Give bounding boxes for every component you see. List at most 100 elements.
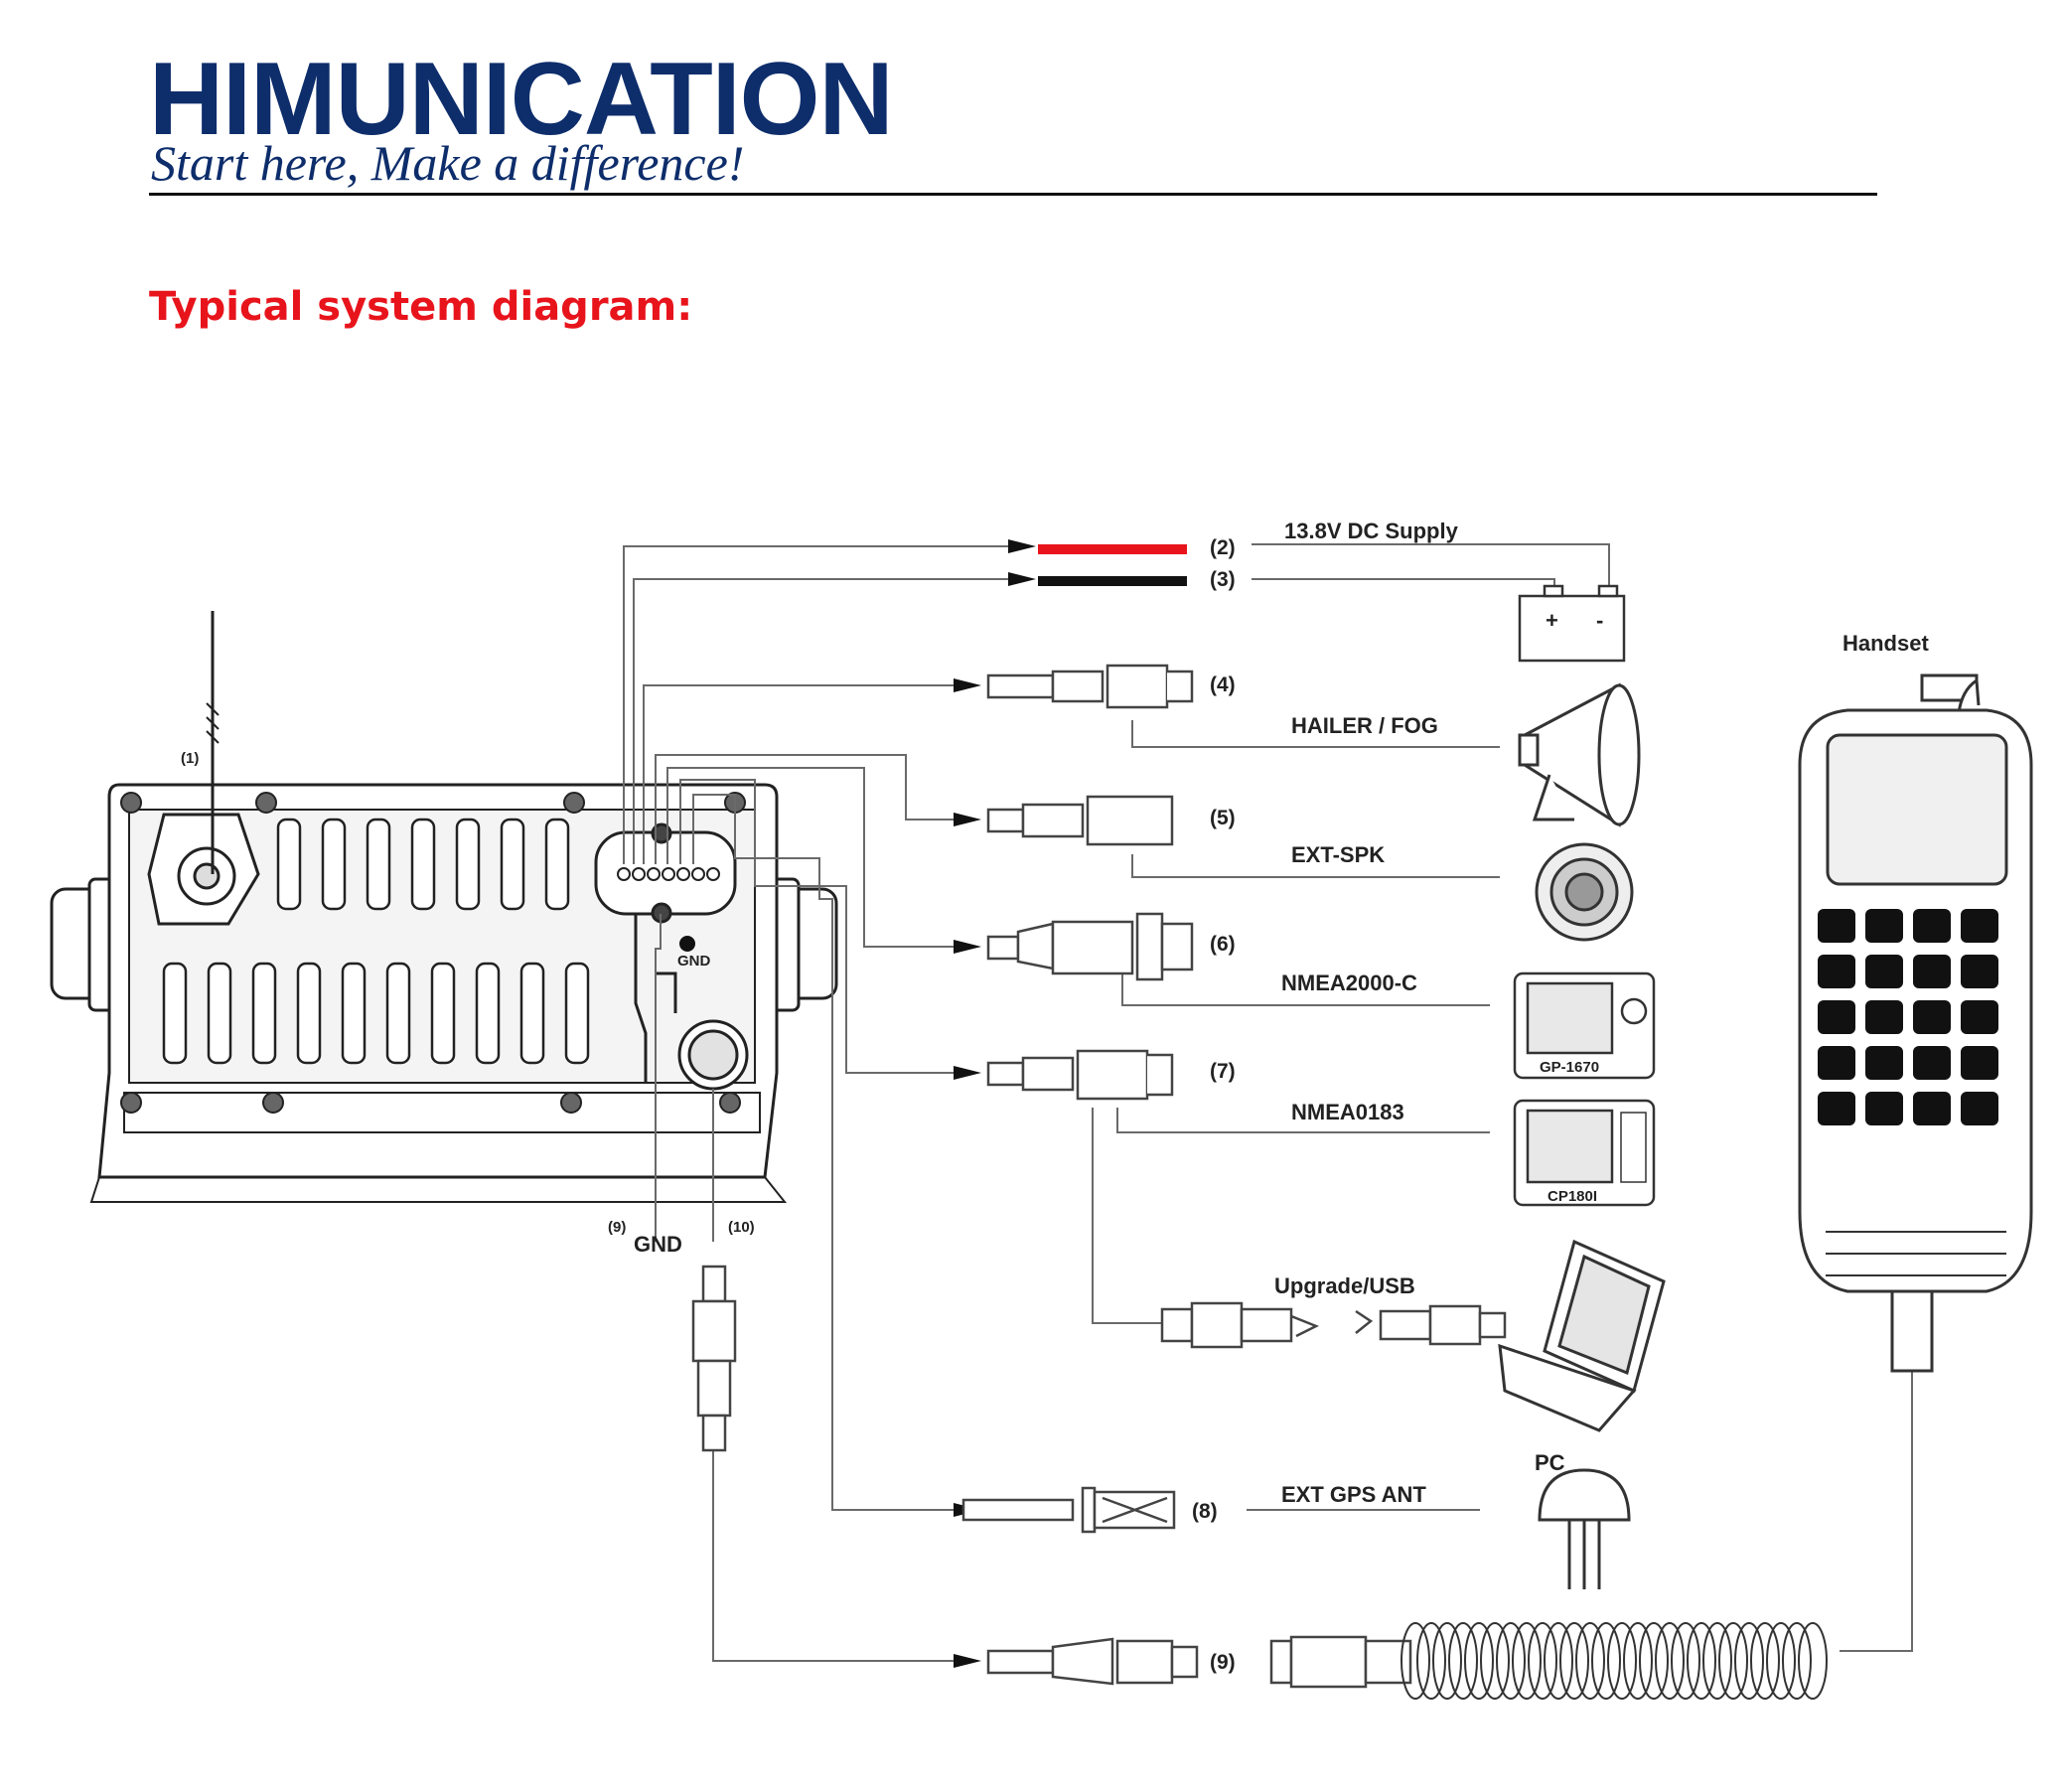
coil-loop (1702, 1622, 1732, 1700)
heatsink-fin (544, 818, 570, 911)
arrow-icon (954, 678, 981, 692)
heatsink-fin (410, 818, 436, 911)
coil-loop (1639, 1622, 1669, 1700)
brand-divider (149, 193, 1877, 196)
connector-pin (706, 867, 720, 881)
coil-loop (1750, 1622, 1780, 1700)
coil-loop (1575, 1622, 1605, 1700)
screw-icon (719, 1092, 741, 1114)
heatsink-fin (475, 962, 501, 1065)
coiled-cord (1400, 1622, 1828, 1700)
screw-icon (120, 792, 142, 814)
connector-pins (617, 867, 720, 881)
keypad-key (1913, 1000, 1951, 1034)
keypad-key (1818, 955, 1855, 988)
coil-loop (1496, 1622, 1526, 1700)
coil-loop (1766, 1622, 1796, 1700)
battery-minus: - (1596, 608, 1603, 633)
coil-loop (1734, 1622, 1764, 1700)
keypad-key (1913, 1092, 1951, 1125)
connection-label: NMEA2000-C (1281, 971, 1417, 995)
section-heading: Typical system diagram: (149, 284, 693, 330)
heatsink-fin (519, 962, 545, 1065)
heatsink-fin (296, 962, 322, 1065)
wiring (623, 543, 1913, 1662)
screw-icon (120, 1092, 142, 1114)
heatsink-fin (341, 962, 367, 1065)
arrow-icon (954, 813, 981, 826)
keypad-key (1961, 909, 1998, 943)
brand-title: HIMUNICATION (149, 42, 894, 157)
keypad-key (1913, 909, 1951, 943)
battery (1518, 584, 1626, 663)
connection-number: (2) (1210, 536, 1236, 559)
handset-keypad (1818, 909, 1998, 1125)
coil-loop (1432, 1622, 1462, 1700)
coil-loop (1655, 1622, 1685, 1700)
heatsink-fin (207, 962, 232, 1065)
coil-loop (1528, 1622, 1557, 1700)
keypad-key (1961, 1092, 1998, 1125)
arrow-icon (954, 1654, 981, 1668)
connection-number: (3) (1210, 568, 1236, 591)
horn-icon (1518, 682, 1641, 827)
keypad-key (1865, 909, 1903, 943)
connection-label: 13.8V DC Supply (1284, 519, 1459, 543)
antenna-connector (147, 813, 260, 926)
chartplotter-icon (1513, 1099, 1656, 1207)
connection-number: (5) (1210, 807, 1236, 829)
keypad-key (1865, 955, 1903, 988)
usb-port (677, 1019, 749, 1091)
keypad-key (1961, 1046, 1998, 1080)
coil-loop (1512, 1622, 1542, 1700)
gps2-label: CP180I (1547, 1188, 1597, 1205)
screw-icon (255, 792, 277, 814)
connector-pin (691, 867, 705, 881)
arrow-icon (954, 940, 981, 954)
brand-tagline: Start here, Make a difference! (151, 135, 745, 191)
connection-number: (7) (1210, 1060, 1236, 1083)
connector-plugs (691, 664, 1507, 1689)
screw-icon (563, 792, 585, 814)
heatsink-fin (385, 962, 411, 1065)
keypad-key (1818, 1092, 1855, 1125)
heatsink-fin (276, 818, 302, 911)
connector-pin (632, 867, 646, 881)
heatsink-fin (162, 962, 188, 1065)
gnd-ref-label: (9) (608, 1219, 626, 1236)
arrow-icon (1008, 539, 1036, 553)
heatsink-fin (564, 962, 590, 1065)
connection-labels: (2)13.8V DC Supply(3)(4)HAILER / FOG(5)E… (1192, 519, 1459, 1674)
arrow-icon (954, 1066, 981, 1080)
connection-number: (6) (1210, 933, 1236, 956)
speaker-icon (1535, 842, 1634, 942)
keypad-key (1818, 1000, 1855, 1034)
coil-loop (1607, 1622, 1637, 1700)
keypad-key (1865, 1000, 1903, 1034)
usb-label: Upgrade/USB (1274, 1273, 1415, 1298)
coil-loop (1480, 1622, 1510, 1700)
battery-plus: + (1546, 608, 1558, 633)
heatsink-fin (251, 962, 277, 1065)
keypad-key (1961, 1000, 1998, 1034)
keypad-key (1865, 1046, 1903, 1080)
connector-pin (617, 867, 631, 881)
connector-pin (647, 867, 661, 881)
keypad-key (1913, 955, 1951, 988)
panel-screws (120, 792, 746, 1114)
coil-loop (1559, 1622, 1589, 1700)
connection-label: EXT-SPK (1291, 842, 1385, 867)
heatsink-fin (366, 818, 391, 911)
connection-label: HAILER / FOG (1291, 713, 1438, 738)
system-diagram: (1) GND (50, 519, 2033, 1700)
handset-icon (1798, 673, 2033, 1373)
coil-loop (1448, 1622, 1478, 1700)
pc-label: PC (1535, 1450, 1565, 1475)
coil-loop (1782, 1622, 1812, 1700)
coil-loop (1718, 1622, 1748, 1700)
heatsink-fins-bottom (162, 962, 590, 1065)
connection-number: (9) (1210, 1651, 1236, 1674)
connector-pin (662, 867, 675, 881)
keypad-key (1818, 909, 1855, 943)
coil-loop (1400, 1622, 1430, 1700)
